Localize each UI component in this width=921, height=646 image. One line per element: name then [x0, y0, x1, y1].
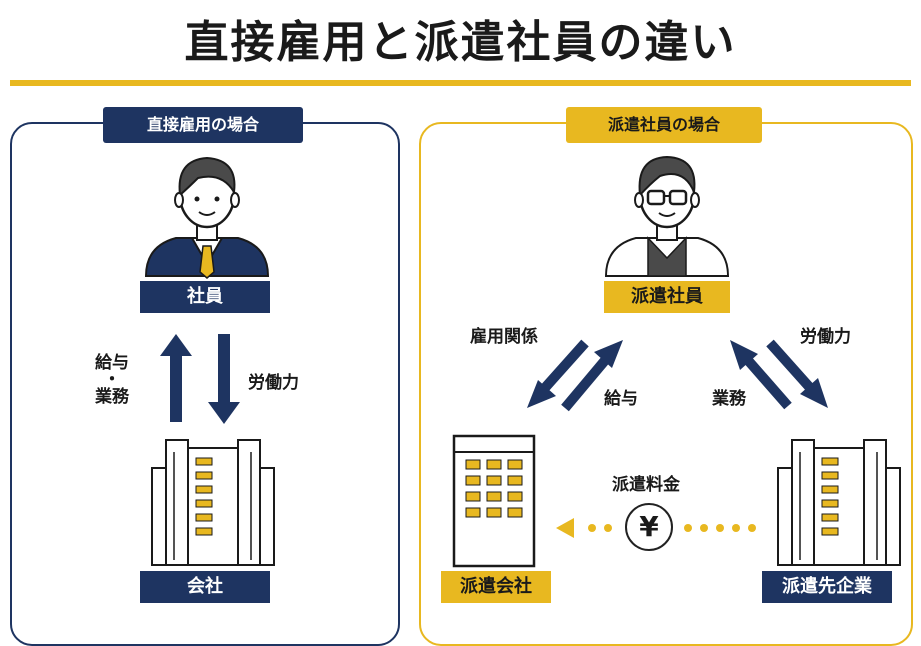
pay-work-text: 給与 ・ 業務	[95, 353, 129, 407]
company-building-icon	[151, 439, 275, 566]
employee-icon	[144, 156, 270, 279]
arrow-labor-icon	[766, 339, 828, 408]
labor-text: 労働力	[248, 373, 299, 393]
employee-label: 社員	[140, 281, 270, 313]
employment-relation-text: 雇用関係	[470, 327, 538, 347]
work-text: 業務	[712, 389, 746, 409]
agency-building-icon	[452, 434, 536, 568]
dispatch-worker-label: 派遣社員	[604, 281, 730, 313]
arrow-up-icon	[160, 334, 192, 422]
arrow-employment-icon	[527, 339, 589, 408]
client-building-icon	[777, 439, 901, 566]
page-title: 直接雇用と派遣社員の違い	[184, 17, 737, 68]
agency-label: 派遣会社	[441, 571, 551, 603]
illustrations	[144, 155, 901, 568]
direct-employment-tag: 直接雇用の場合	[103, 107, 303, 143]
arrow-pay-icon	[561, 340, 623, 412]
diagram: 直接雇用と派遣社員の違い	[10, 17, 913, 646]
fee-text: 派遣料金	[612, 475, 680, 495]
dispatch-worker-icon	[604, 155, 730, 277]
client-company-label: 派遣先企業	[762, 571, 892, 603]
company-label: 会社	[140, 571, 270, 603]
dispatch-tag: 派遣社員の場合	[566, 107, 762, 143]
pay-text: 給与	[604, 389, 638, 409]
arrow-work-icon	[730, 340, 792, 410]
labor-force-text: 労働力	[800, 327, 851, 347]
yen-coin-icon: ¥	[625, 503, 673, 551]
fee-flow-icon	[556, 518, 756, 538]
title-underline	[10, 80, 911, 86]
arrow-down-icon	[208, 334, 240, 424]
